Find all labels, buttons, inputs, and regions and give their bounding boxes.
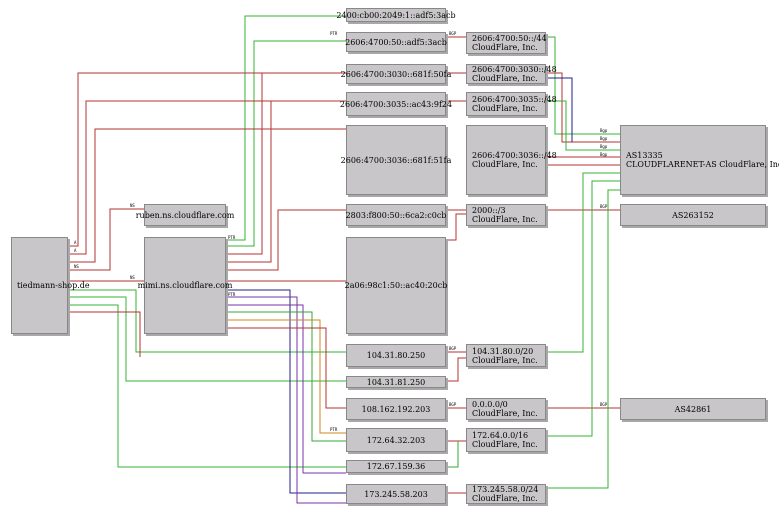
edge-label: Bgp xyxy=(600,144,608,149)
edge-label: BGP xyxy=(600,204,608,209)
edge-label: PTR xyxy=(330,31,338,36)
as-name: CLOUDFLARENET-AS CloudFlare, Inc. xyxy=(626,160,779,169)
edge-label: NS xyxy=(130,203,135,208)
domain-label: tiedmann-shop.de xyxy=(17,281,90,290)
prefix-org: CloudFlare, Inc. xyxy=(472,440,538,449)
prefix-org: CloudFlare, Inc. xyxy=(472,355,538,365)
prefix-org: CloudFlare, Inc. xyxy=(472,74,538,83)
ip-label: 172.67.159.36 xyxy=(366,462,426,471)
ip-label: 104.31.81.250 xyxy=(366,377,426,387)
prefix-org: CloudFlare, Inc. xyxy=(472,215,538,224)
ip-label: 2803:f800:50::6ca2:c0cb xyxy=(345,210,447,220)
ip-label: 172.64.32.203 xyxy=(366,435,426,445)
nameserver-node[interactable]: mimi.ns.cloudflare.com xyxy=(138,237,232,334)
edge-label: Bgp xyxy=(600,128,608,133)
domain-node[interactable]: tiedmann-shop.de xyxy=(11,237,90,334)
edge-label: PTR xyxy=(330,427,338,432)
prefix-org: CloudFlare, Inc. xyxy=(472,160,538,169)
prefix-org: CloudFlare, Inc. xyxy=(472,43,538,52)
ip-node[interactable]: 2803:f800:50::6ca2:c0cb xyxy=(346,204,446,226)
prefix-value: 2000::/3 xyxy=(472,206,506,215)
edge-label: Bgp xyxy=(600,152,608,157)
ip-node[interactable]: 2a06:98c1:50::ac40:20cb xyxy=(344,237,448,334)
as-node[interactable]: AS42861 xyxy=(620,398,766,420)
nameserver-label: mimi.ns.cloudflare.com xyxy=(137,281,233,290)
prefix-value: 2606:4700:3035::/48 xyxy=(472,95,557,104)
edge-label: PTR xyxy=(228,292,236,297)
prefix-org: CloudFlare, Inc. xyxy=(472,409,538,418)
ip-node[interactable]: 104.31.81.250 xyxy=(346,376,446,388)
nameserver-node[interactable]: ruben.ns.cloudflare.com xyxy=(136,204,234,226)
edge-label: PTR xyxy=(228,235,236,240)
edge-label: BGP xyxy=(449,346,457,351)
prefix-org: CloudFlare, Inc. xyxy=(472,104,538,113)
prefix-value: 173.245.58.0/24 xyxy=(472,485,539,494)
ip-label: 2606:4700:3035::ac43:9f24 xyxy=(339,99,453,109)
prefix-value: 0.0.0.0/0 xyxy=(472,400,508,409)
ip-node[interactable]: 2400:cb00:2049:1::adf5:3acb xyxy=(336,8,456,22)
nameserver-label: ruben.ns.cloudflare.com xyxy=(135,210,235,220)
prefix-org: CloudFlare, Inc. xyxy=(472,494,538,503)
ip-node[interactable]: 2606:4700:50::adf5:3acb xyxy=(345,32,447,52)
ip-node[interactable]: 2606:4700:3030::681f:50fa xyxy=(341,64,451,84)
ip-label: 2606:4700:3030::681f:50fa xyxy=(340,69,452,79)
ip-node[interactable]: 2606:4700:3036::681f:51fa xyxy=(341,125,451,195)
ip-node[interactable]: 172.67.159.36 xyxy=(346,460,446,473)
edge-label: NS xyxy=(74,264,79,269)
edge-label: A xyxy=(74,248,77,253)
ip-node[interactable]: 172.64.32.203 xyxy=(346,428,446,452)
prefix-value: 104.31.80.0/20 xyxy=(472,346,534,356)
prefix-value: 2606:4700:3036::/48 xyxy=(472,151,557,160)
edge-label: BGP xyxy=(449,31,457,36)
ip-label: 2400:cb00:2049:1::adf5:3acb xyxy=(336,10,456,20)
prefix-value: 2606:4700:50::/44 xyxy=(472,34,547,43)
ip-label: 2a06:98c1:50::ac40:20cb xyxy=(344,281,448,290)
ip-label: 104.31.80.250 xyxy=(366,351,426,360)
as-number: AS13335 xyxy=(626,151,663,160)
ip-node[interactable]: 104.31.80.250 xyxy=(346,344,446,367)
ip-node[interactable]: 108.162.192.203 xyxy=(346,398,446,420)
as-node[interactable]: AS263152 xyxy=(620,204,766,226)
as-number: AS263152 xyxy=(672,210,714,220)
as-number: AS42861 xyxy=(674,404,712,414)
ip-label: 173.245.58.203 xyxy=(364,489,428,499)
edge-label: A xyxy=(74,240,77,245)
edge-label: NS xyxy=(130,275,135,280)
prefix-value: 172.64.0.0/16 xyxy=(472,431,529,440)
prefix-value: 2606:4700:3030::/48 xyxy=(472,65,557,74)
ip-node[interactable]: 2606:4700:3035::ac43:9f24 xyxy=(340,92,452,116)
edge-label: BGP xyxy=(600,402,608,407)
ip-node[interactable]: 173.245.58.203 xyxy=(346,484,446,504)
edge-label: BGP xyxy=(449,402,457,407)
edge-label: Bgp xyxy=(600,136,608,141)
ip-label: 2606:4700:50::adf5:3acb xyxy=(345,37,447,47)
ip-label: 108.162.192.203 xyxy=(361,404,431,414)
ip-label: 2606:4700:3036::681f:51fa xyxy=(340,155,452,165)
